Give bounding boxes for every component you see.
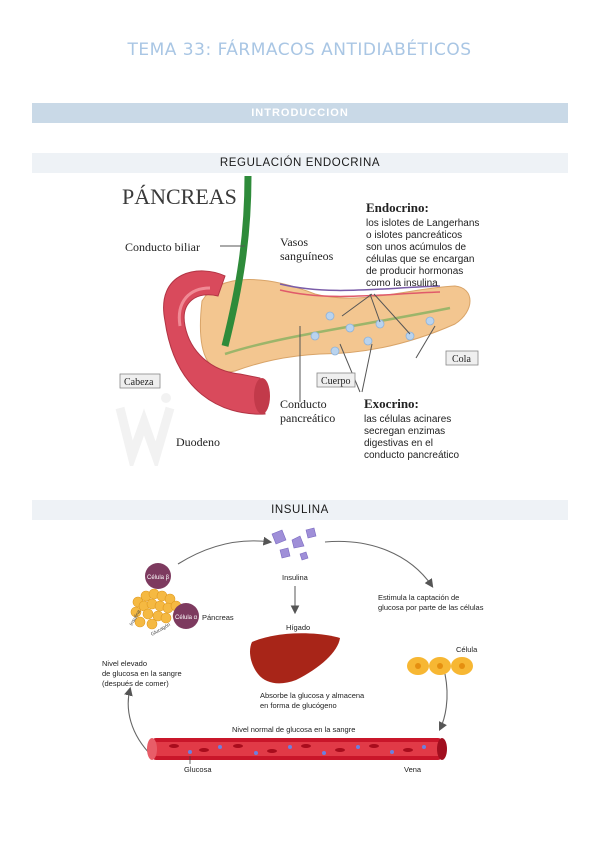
liver-icon bbox=[250, 633, 340, 684]
label-endocrine-title: Endocrino: bbox=[366, 200, 429, 215]
label-normal-glucose: Nivel normal de glucosa en la sangre bbox=[232, 725, 355, 734]
beta-cell-icon bbox=[145, 563, 171, 589]
pancreas-title: PÁNCREAS bbox=[122, 184, 237, 209]
endocrine-line-2: o islotes pancreáticos bbox=[366, 230, 462, 241]
vein-icon bbox=[147, 738, 447, 760]
exocrine-line-2: secregan enzimas bbox=[364, 426, 445, 437]
label-vessels-2: sanguíneos bbox=[280, 249, 334, 263]
label-exocrine-title: Exocrino: bbox=[364, 396, 419, 411]
label-vessels-1: Vasos bbox=[280, 235, 308, 249]
duodenum-shape bbox=[163, 270, 266, 415]
section-bar-insulin: INSULINA bbox=[32, 500, 568, 520]
label-tail: Cola bbox=[452, 354, 471, 365]
endocrine-line-3: son unos acúmulos de bbox=[366, 242, 467, 253]
label-high-glucose-3: (después de comer) bbox=[102, 679, 169, 688]
label-stimulate-2: glucosa por parte de las células bbox=[378, 603, 484, 612]
watermark-logo bbox=[115, 393, 175, 466]
endocrine-line-1: los islotes de Langerhans bbox=[366, 218, 479, 229]
label-high-glucose-2: de glucosa en la sangre bbox=[102, 669, 182, 678]
pancreas-figure: PÁNCREAS Conducto biliar Vasos sanguíneo… bbox=[115, 176, 479, 466]
alpha-cell-icon bbox=[173, 603, 199, 629]
label-vein: Vena bbox=[404, 765, 422, 774]
label-duodenum: Duodeno bbox=[176, 435, 220, 449]
label-absorb-1: Absorbe la glucosa y almacena bbox=[260, 691, 365, 700]
page-title: TEMA 33: FÁRMACOS ANTIDIABÉTICOS bbox=[127, 40, 472, 60]
bile-duct bbox=[221, 176, 252, 347]
label-bile-duct: Conducto biliar bbox=[125, 240, 200, 254]
label-head: Cabeza bbox=[124, 377, 154, 388]
exocrine-line-3: digestivas en el bbox=[364, 438, 433, 449]
label-high-glucose-1: Nivel elevado bbox=[102, 659, 147, 668]
pancreas-gland bbox=[199, 279, 471, 373]
pancreatic-duct bbox=[224, 306, 451, 356]
label-glucose: Glucosa bbox=[184, 765, 212, 774]
label-duct-1: Conducto bbox=[280, 397, 327, 411]
endocrine-line-5: de producir hormonas bbox=[366, 266, 463, 277]
body-cells-icon bbox=[407, 657, 473, 675]
label-body: Cuerpo bbox=[321, 376, 350, 387]
label-absorb-2: en forma de glucógeno bbox=[260, 701, 337, 710]
section-bar-regulation: REGULACIÓN ENDOCRINA bbox=[32, 153, 568, 173]
label-insulin: Insulina bbox=[282, 573, 309, 582]
section-bar-intro: INTRODUCCION bbox=[32, 103, 568, 123]
endocrine-line-6: como la insulina bbox=[366, 278, 438, 289]
exocrine-line-1: las células acinares bbox=[364, 414, 451, 425]
label-cell: Célula bbox=[456, 645, 478, 654]
label-duct-2: pancreático bbox=[280, 411, 335, 425]
endocrine-line-4: células que se encargan bbox=[366, 254, 474, 265]
label-pancreas: Páncreas bbox=[202, 613, 234, 622]
exocrine-line-4: conducto pancreático bbox=[364, 450, 460, 461]
label-beta-cell: Célula β bbox=[147, 575, 170, 581]
insulin-crystals-icon bbox=[271, 527, 317, 561]
label-liver: Hígado bbox=[286, 623, 310, 632]
label-stimulate-1: Estimula la captación de bbox=[378, 593, 459, 602]
insulin-figure: Célula β Célula α Páncreas Insulina Gluc… bbox=[102, 527, 484, 774]
label-alpha-cell: Célula α bbox=[175, 615, 198, 621]
